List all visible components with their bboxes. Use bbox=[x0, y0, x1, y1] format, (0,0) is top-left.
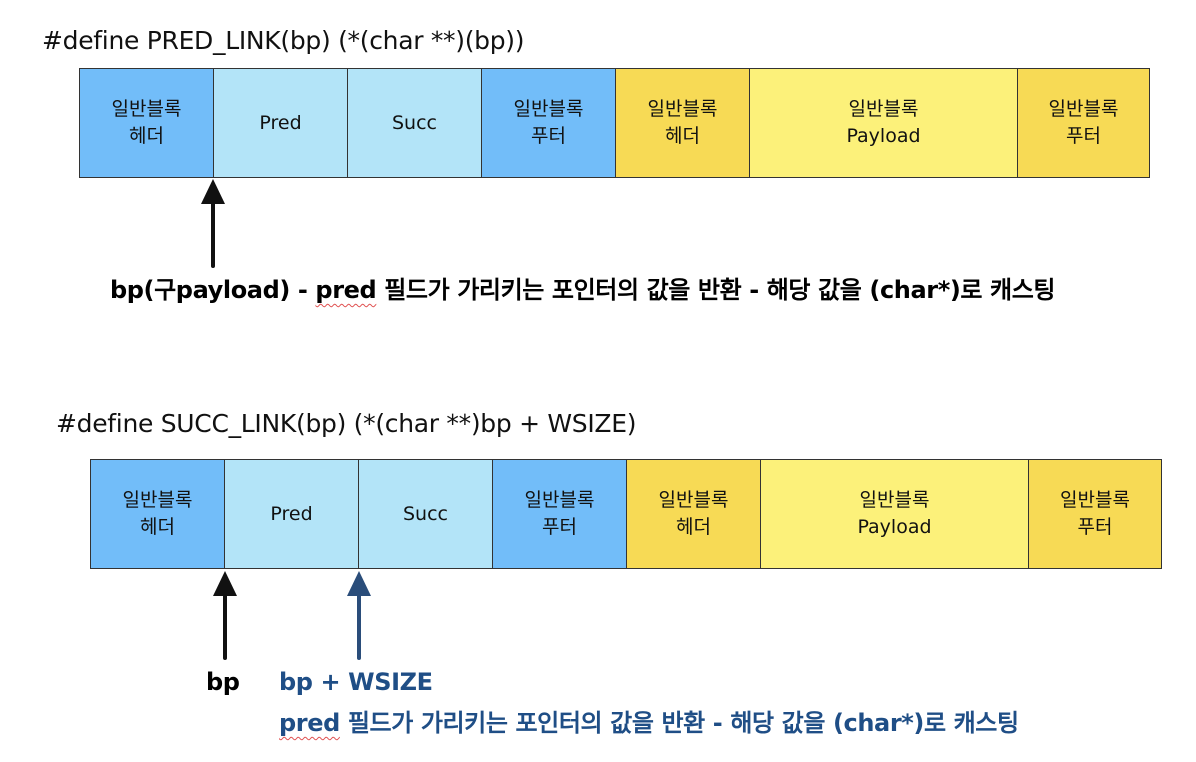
cell-label-line: 일반블록 bbox=[513, 98, 584, 120]
top-pred-note: bp(구payload) - pred 필드가 가리키는 포인터의 값을 반환 … bbox=[110, 276, 1056, 304]
bottom-succ-note: pred 필드가 가리키는 포인터의 값을 반환 - 해당 값을 (char*)… bbox=[279, 709, 1019, 737]
cell-label-line: 헤더 bbox=[129, 125, 164, 147]
cell-label-line: 푸터 bbox=[1066, 125, 1101, 147]
cell-label-line: 헤더 bbox=[665, 125, 700, 147]
top-bp-arrow bbox=[201, 179, 225, 268]
cell-label-line: 일반블록 bbox=[658, 489, 729, 511]
cell-label-line: 일반블록 bbox=[111, 98, 182, 120]
cell-label-line: Payload bbox=[846, 125, 921, 147]
bottom-cell-pred: Pred bbox=[225, 460, 359, 568]
bottom-cell-payload: 일반블록 Payload bbox=[761, 460, 1029, 568]
cell-label-line: 헤더 bbox=[676, 516, 711, 538]
top-cell-payload: 일반블록 Payload bbox=[750, 69, 1018, 177]
top-cell-pred: Pred bbox=[214, 69, 348, 177]
cell-label-line: 일반블록 bbox=[848, 98, 919, 120]
cell-label-line: Payload bbox=[857, 516, 932, 538]
cell-label-line: 헤더 bbox=[140, 516, 175, 538]
cell-label-line: 푸터 bbox=[1077, 516, 1113, 538]
cell-label-line: Pred bbox=[270, 502, 313, 525]
cell-label-line: Succ bbox=[403, 502, 448, 525]
cell-label-line: 일반블록 bbox=[647, 98, 718, 120]
cell-label-line: 일반블록 bbox=[524, 489, 595, 511]
cell-label-line: 푸터 bbox=[531, 125, 566, 147]
succ-link-macro: #define SUCC_LINK(bp) (*(char **)bp + WS… bbox=[56, 409, 637, 438]
bottom-cell-succ: Succ bbox=[359, 460, 493, 568]
cell-label-line: Succ bbox=[392, 111, 437, 134]
cell-label-line: 일반블록 bbox=[1060, 489, 1130, 511]
pred-link-macro: #define PRED_LINK(bp) (*(char **)(bp)) bbox=[42, 26, 525, 55]
cell-label-line: 일반블록 bbox=[1048, 98, 1119, 120]
cell-label-line: 일반블록 bbox=[122, 489, 193, 511]
cell-label-line: Pred bbox=[259, 111, 302, 134]
cell-label-line: 푸터 bbox=[542, 516, 577, 538]
cell-label-line: 일반블록 bbox=[859, 489, 930, 511]
bottom-wsize-arrow bbox=[347, 571, 371, 660]
bottom-bp-arrow bbox=[213, 571, 237, 660]
top-cell-succ: Succ bbox=[348, 69, 482, 177]
bottom-wsize-label: bp + WSIZE bbox=[279, 668, 433, 696]
bottom-bp-label: bp bbox=[206, 668, 240, 696]
